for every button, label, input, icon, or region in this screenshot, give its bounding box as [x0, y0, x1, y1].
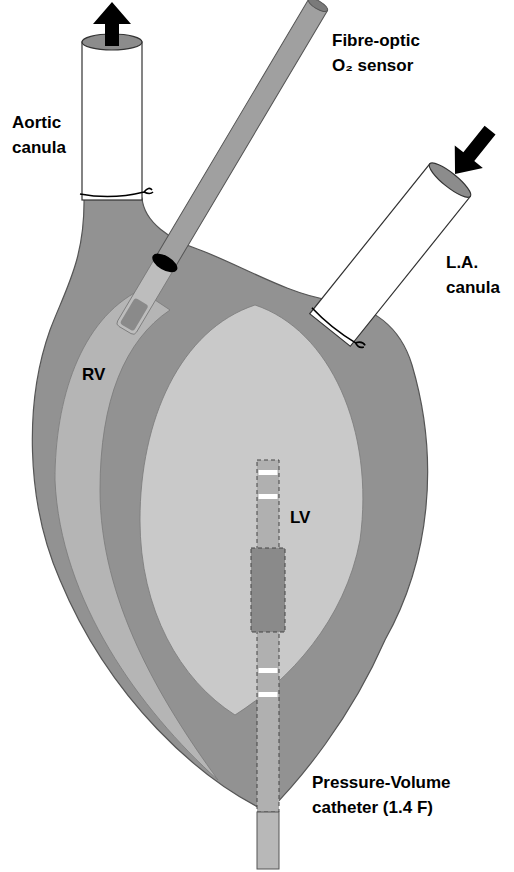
sensor-entry: [149, 250, 180, 276]
part-label: L.A. canula: [446, 250, 508, 300]
la-tie: [311, 304, 366, 350]
outflow-arrow: [93, 2, 131, 46]
aortic-canula: [82, 42, 142, 200]
left-ventricle: [140, 305, 363, 715]
catheter-external: [257, 812, 279, 869]
pressure-sensor: [251, 548, 285, 632]
sensor-end: [306, 0, 329, 14]
part-label: Aortic canula: [12, 110, 76, 160]
catheter-electrode: [259, 692, 278, 697]
fibre-optic-sensor: [155, 0, 327, 269]
catheter-internal: [257, 460, 279, 812]
sensor-tip: [120, 298, 149, 332]
region-label: LV: [290, 505, 324, 530]
inflow-arrow: [441, 119, 504, 185]
part-label: Fibre-optic O₂ sensor: [332, 28, 432, 78]
catheter-electrode: [259, 470, 278, 475]
aortic-tie: [80, 188, 153, 196]
region-label: RV: [82, 362, 116, 387]
catheter-electrode: [259, 494, 278, 499]
catheter-electrode: [259, 668, 278, 673]
part-label: Pressure-Volume catheter (1.4 F): [312, 770, 464, 820]
